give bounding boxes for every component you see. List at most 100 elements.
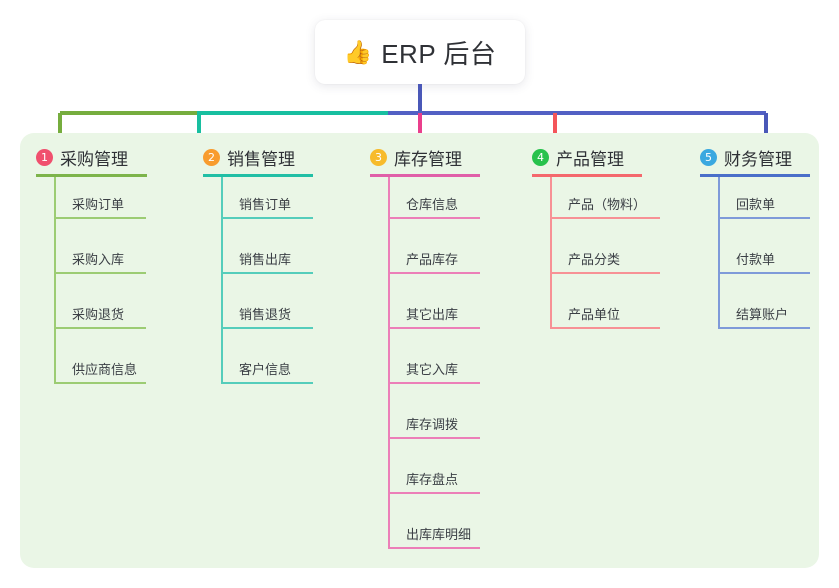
column-index-badge: 4 bbox=[532, 149, 549, 166]
column-header-3[interactable]: 3 库存管理 bbox=[370, 145, 462, 170]
connector-drop-3 bbox=[418, 113, 422, 140]
column-title: 采购管理 bbox=[60, 150, 128, 169]
leaf-item[interactable]: 产品（物料） bbox=[550, 183, 660, 219]
leaf-item[interactable]: 产品单位 bbox=[550, 293, 660, 329]
leaf-item-label: 库存调拨 bbox=[406, 417, 459, 432]
column-index-badge: 3 bbox=[370, 149, 387, 166]
connector-drop-1 bbox=[58, 113, 62, 140]
leaf-item[interactable]: 出库库明细 bbox=[388, 513, 480, 549]
column-spine bbox=[718, 177, 720, 329]
leaf-item[interactable]: 产品库存 bbox=[388, 238, 480, 274]
mindmap-panel: 1 采购管理采购订单采购入库采购退货供应商信息 2 销售管理销售订单销售出库销售退货客… bbox=[20, 133, 819, 568]
leaf-item-label: 其它入库 bbox=[406, 362, 459, 377]
column-index-badge: 1 bbox=[36, 149, 53, 166]
leaf-item-label: 销售退货 bbox=[239, 307, 292, 322]
leaf-item-label: 采购订单 bbox=[72, 197, 125, 212]
leaf-item[interactable]: 付款单 bbox=[718, 238, 810, 274]
column-index-badge: 2 bbox=[203, 149, 220, 166]
root-node-card[interactable]: 👍 ERP 后台 bbox=[315, 20, 525, 84]
leaf-item-label: 客户信息 bbox=[239, 362, 292, 377]
connector-drop-4 bbox=[553, 113, 557, 140]
leaf-item-label: 产品（物料） bbox=[568, 197, 647, 212]
leaf-item-underline bbox=[221, 327, 313, 329]
leaf-item-label: 库存盘点 bbox=[406, 472, 459, 487]
leaf-item-label: 产品分类 bbox=[568, 252, 621, 267]
leaf-item-underline bbox=[388, 437, 480, 439]
column-index-badge: 5 bbox=[700, 149, 717, 166]
leaf-item-underline bbox=[388, 327, 480, 329]
leaf-item[interactable]: 其它入库 bbox=[388, 348, 480, 384]
column-header-2[interactable]: 2 销售管理 bbox=[203, 145, 295, 170]
column-header-5[interactable]: 5 财务管理 bbox=[700, 145, 792, 170]
leaf-item-underline bbox=[388, 272, 480, 274]
leaf-item[interactable]: 库存盘点 bbox=[388, 458, 480, 494]
leaf-item-underline bbox=[54, 327, 146, 329]
connector-drop-2 bbox=[197, 113, 201, 140]
leaf-item[interactable]: 仓库信息 bbox=[388, 183, 480, 219]
leaf-item-underline bbox=[550, 272, 660, 274]
leaf-item-underline bbox=[221, 217, 313, 219]
leaf-item[interactable]: 销售退货 bbox=[221, 293, 313, 329]
leaf-item-label: 结算账户 bbox=[736, 307, 789, 322]
leaf-item-label: 产品单位 bbox=[568, 307, 621, 322]
column-header-underline bbox=[532, 174, 642, 177]
leaf-item[interactable]: 库存调拨 bbox=[388, 403, 480, 439]
leaf-item-underline bbox=[718, 327, 810, 329]
leaf-item-underline bbox=[550, 217, 660, 219]
column-header-1[interactable]: 1 采购管理 bbox=[36, 145, 128, 170]
column-header-4[interactable]: 4 产品管理 bbox=[532, 145, 624, 170]
leaf-item-label: 供应商信息 bbox=[72, 362, 138, 377]
leaf-item[interactable]: 供应商信息 bbox=[54, 348, 146, 384]
leaf-item-label: 销售订单 bbox=[239, 197, 292, 212]
leaf-item-underline bbox=[54, 382, 146, 384]
connector-trunk-segment-3 bbox=[388, 111, 766, 115]
leaf-item-underline bbox=[388, 492, 480, 494]
column-spine bbox=[550, 177, 552, 329]
leaf-item[interactable]: 销售出库 bbox=[221, 238, 313, 274]
leaf-item-underline bbox=[388, 217, 480, 219]
leaf-item[interactable]: 结算账户 bbox=[718, 293, 810, 329]
leaf-item-label: 出库库明细 bbox=[406, 527, 472, 542]
connector-trunk-segment-2 bbox=[197, 111, 390, 115]
column-header-underline bbox=[36, 174, 147, 177]
column-title: 产品管理 bbox=[556, 150, 624, 169]
leaf-item-underline bbox=[54, 217, 146, 219]
leaf-item-label: 其它出库 bbox=[406, 307, 459, 322]
leaf-item-label: 采购入库 bbox=[72, 252, 125, 267]
leaf-item-label: 产品库存 bbox=[406, 252, 459, 267]
leaf-item[interactable]: 产品分类 bbox=[550, 238, 660, 274]
leaf-item-underline bbox=[388, 547, 480, 549]
leaf-item-underline bbox=[550, 327, 660, 329]
column-title: 财务管理 bbox=[724, 150, 792, 169]
connector-trunk-segment-1 bbox=[60, 111, 199, 115]
column-spine bbox=[221, 177, 223, 384]
leaf-item-underline bbox=[388, 382, 480, 384]
leaf-item-underline bbox=[221, 272, 313, 274]
leaf-item-label: 付款单 bbox=[736, 252, 776, 267]
leaf-item[interactable]: 回款单 bbox=[718, 183, 810, 219]
thumbs-up-icon: 👍 bbox=[343, 38, 373, 65]
leaf-item-label: 仓库信息 bbox=[406, 197, 459, 212]
leaf-item-underline bbox=[54, 272, 146, 274]
connector-stem-root bbox=[418, 84, 422, 113]
leaf-item[interactable]: 采购退货 bbox=[54, 293, 146, 329]
column-spine bbox=[54, 177, 56, 384]
leaf-item[interactable]: 采购入库 bbox=[54, 238, 146, 274]
column-header-underline bbox=[203, 174, 313, 177]
leaf-item-label: 采购退货 bbox=[72, 307, 125, 322]
leaf-item-underline bbox=[221, 382, 313, 384]
leaf-item-underline bbox=[718, 217, 810, 219]
leaf-item[interactable]: 采购订单 bbox=[54, 183, 146, 219]
leaf-item-label: 回款单 bbox=[736, 197, 776, 212]
column-title: 销售管理 bbox=[227, 150, 295, 169]
leaf-item[interactable]: 客户信息 bbox=[221, 348, 313, 384]
column-header-underline bbox=[700, 174, 810, 177]
leaf-item[interactable]: 其它出库 bbox=[388, 293, 480, 329]
connector-drop-5 bbox=[764, 113, 768, 140]
leaf-item-label: 销售出库 bbox=[239, 252, 292, 267]
leaf-item[interactable]: 销售订单 bbox=[221, 183, 313, 219]
column-title: 库存管理 bbox=[394, 150, 462, 169]
page-title: ERP 后台 bbox=[381, 38, 497, 69]
column-spine bbox=[388, 177, 390, 549]
leaf-item-underline bbox=[718, 272, 810, 274]
